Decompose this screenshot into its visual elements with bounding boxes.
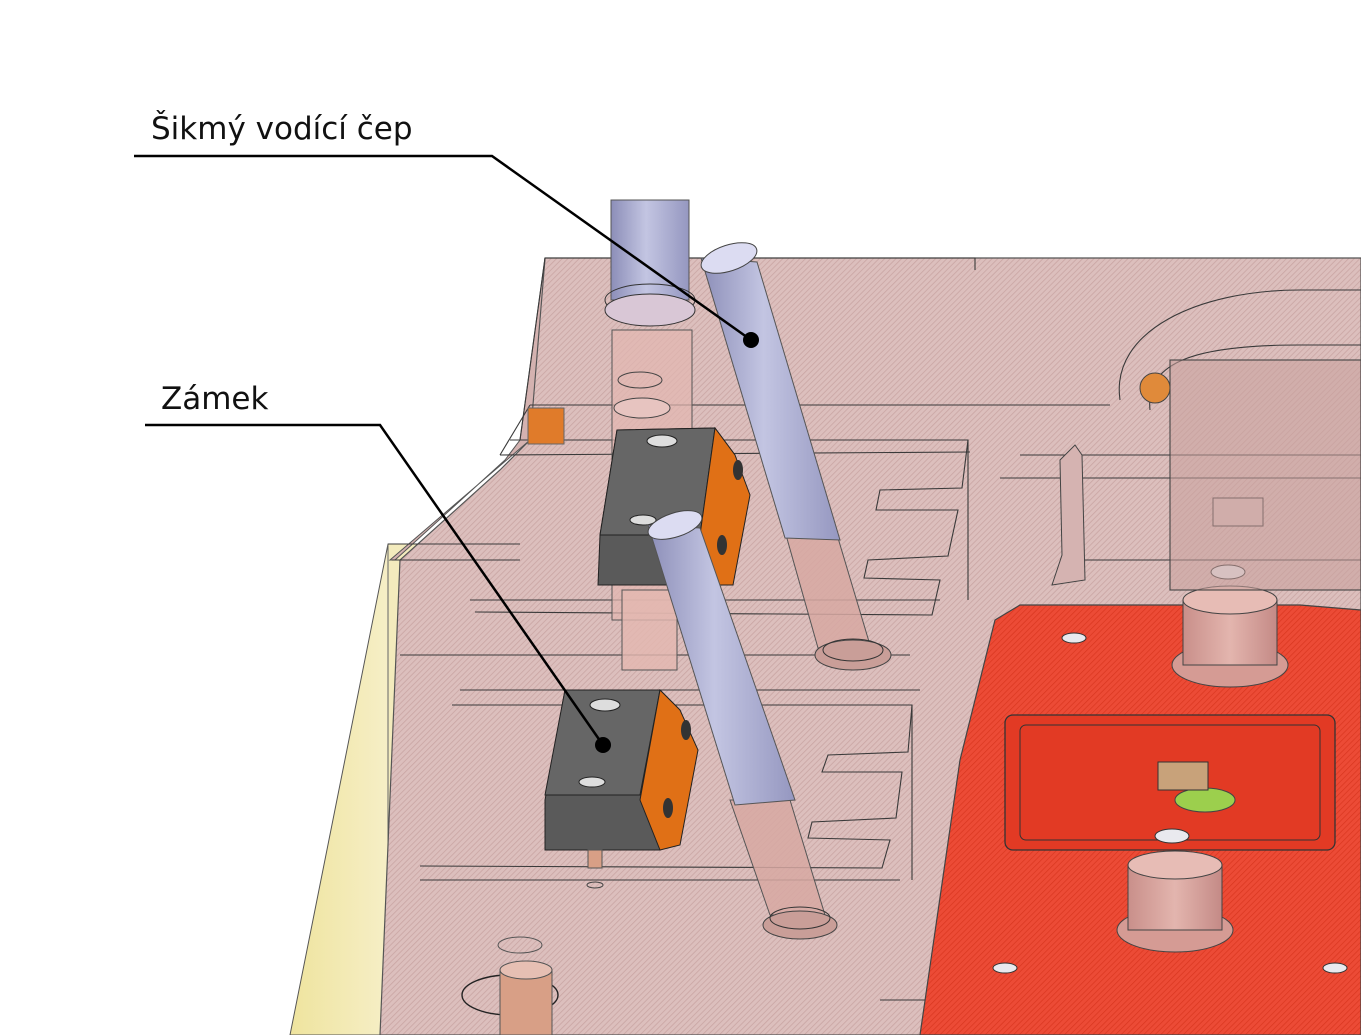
lower-lock [544, 688, 699, 869]
leader-line-guide-pin [134, 154, 752, 342]
callout-lock-label: Zámek [161, 381, 269, 417]
boss-lower [1116, 850, 1234, 953]
lower-holes [461, 881, 604, 1035]
lower-angled-guide-pin [647, 510, 838, 940]
orange-pin-head [1139, 372, 1171, 404]
green-washer [1174, 787, 1236, 813]
boss-upper [1171, 585, 1289, 688]
callout-angled-guide-pin-label: Šikmý vodící čep [151, 111, 413, 147]
leader-dot-lock [595, 737, 611, 753]
orange-block [527, 407, 565, 445]
leader-line-lock [145, 423, 605, 746]
small-screw-head [1157, 761, 1209, 791]
plate-tab [1051, 444, 1086, 586]
base-plate [289, 543, 393, 1035]
leader-dot-guide-pin [743, 332, 759, 348]
lock-pin-stub [621, 589, 678, 671]
upper-right-block [1169, 359, 1361, 591]
